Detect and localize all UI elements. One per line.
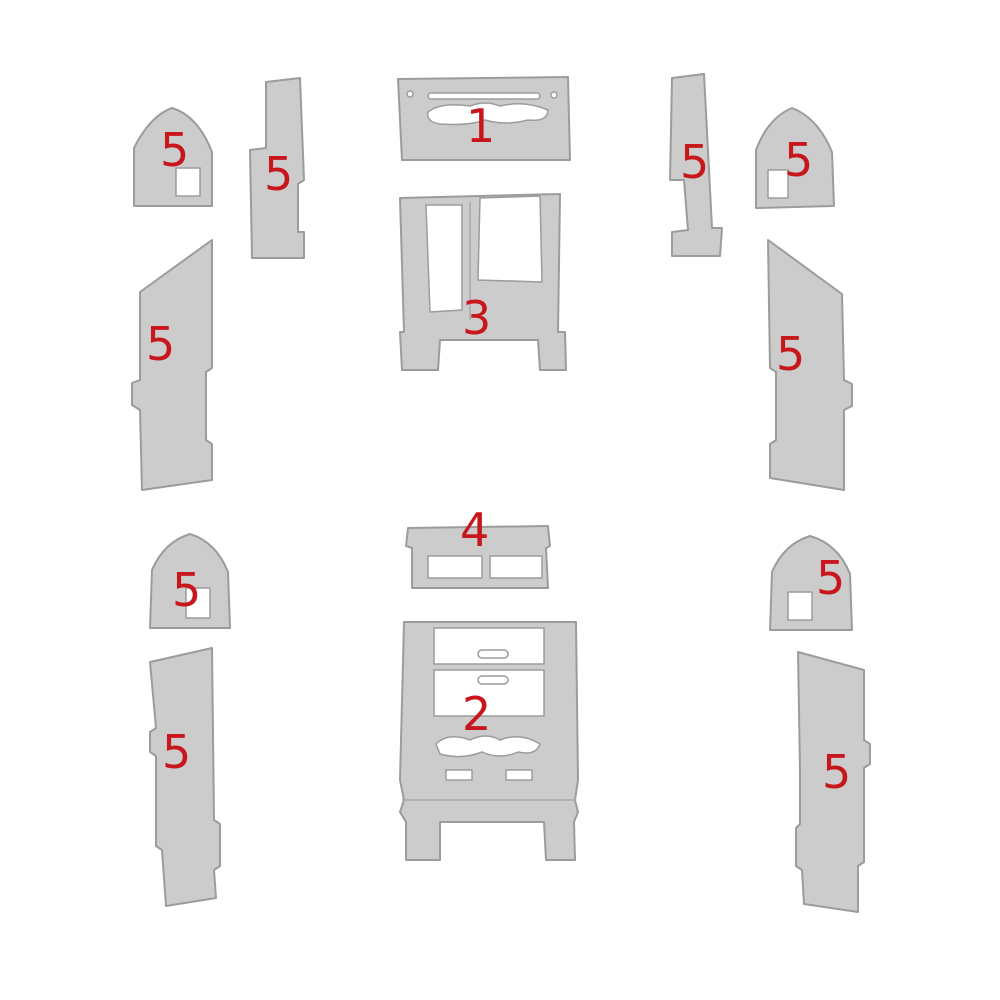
part-1-dash-trim: 1 [397,76,571,161]
part-4-vent-panel: 4 [405,503,551,589]
part-3-console-upper: 3 [399,193,567,371]
label-door-lower-left-trim: 5 [172,563,201,617]
door-lower-left-trim: 5 [149,533,231,629]
door-upper-right-panel: 5 [767,239,853,491]
label-door-upper-left-panel: 5 [146,317,175,371]
label-part-4: 4 [460,503,489,557]
part-2-console-lower: 2 [399,621,579,861]
label-part-2: 2 [462,687,491,741]
label-door-lower-right-panel: 5 [822,745,851,799]
label-door-upper-left-trim: 5 [160,123,189,177]
door-upper-left-trim: 5 [133,107,213,207]
door-upper-left-panel: 5 [131,239,213,491]
door-lower-left-panel: 5 [149,647,221,907]
label-door-upper-right-panel: 5 [776,327,805,381]
door-upper-left-pillar: 5 [249,77,305,259]
label-door-upper-right-trim: 5 [784,133,813,187]
label-door-upper-right-pillar: 5 [680,135,709,189]
label-door-lower-left-panel: 5 [162,725,191,779]
label-part-3: 3 [462,291,491,345]
door-upper-right-trim: 5 [755,107,835,209]
door-lower-right-trim: 5 [769,535,853,631]
label-door-upper-left-pillar: 5 [264,147,293,201]
label-door-lower-right-trim: 5 [816,551,845,605]
label-part-1: 1 [466,99,495,153]
door-lower-right-panel: 5 [795,651,871,913]
door-upper-right-pillar: 5 [669,73,723,257]
